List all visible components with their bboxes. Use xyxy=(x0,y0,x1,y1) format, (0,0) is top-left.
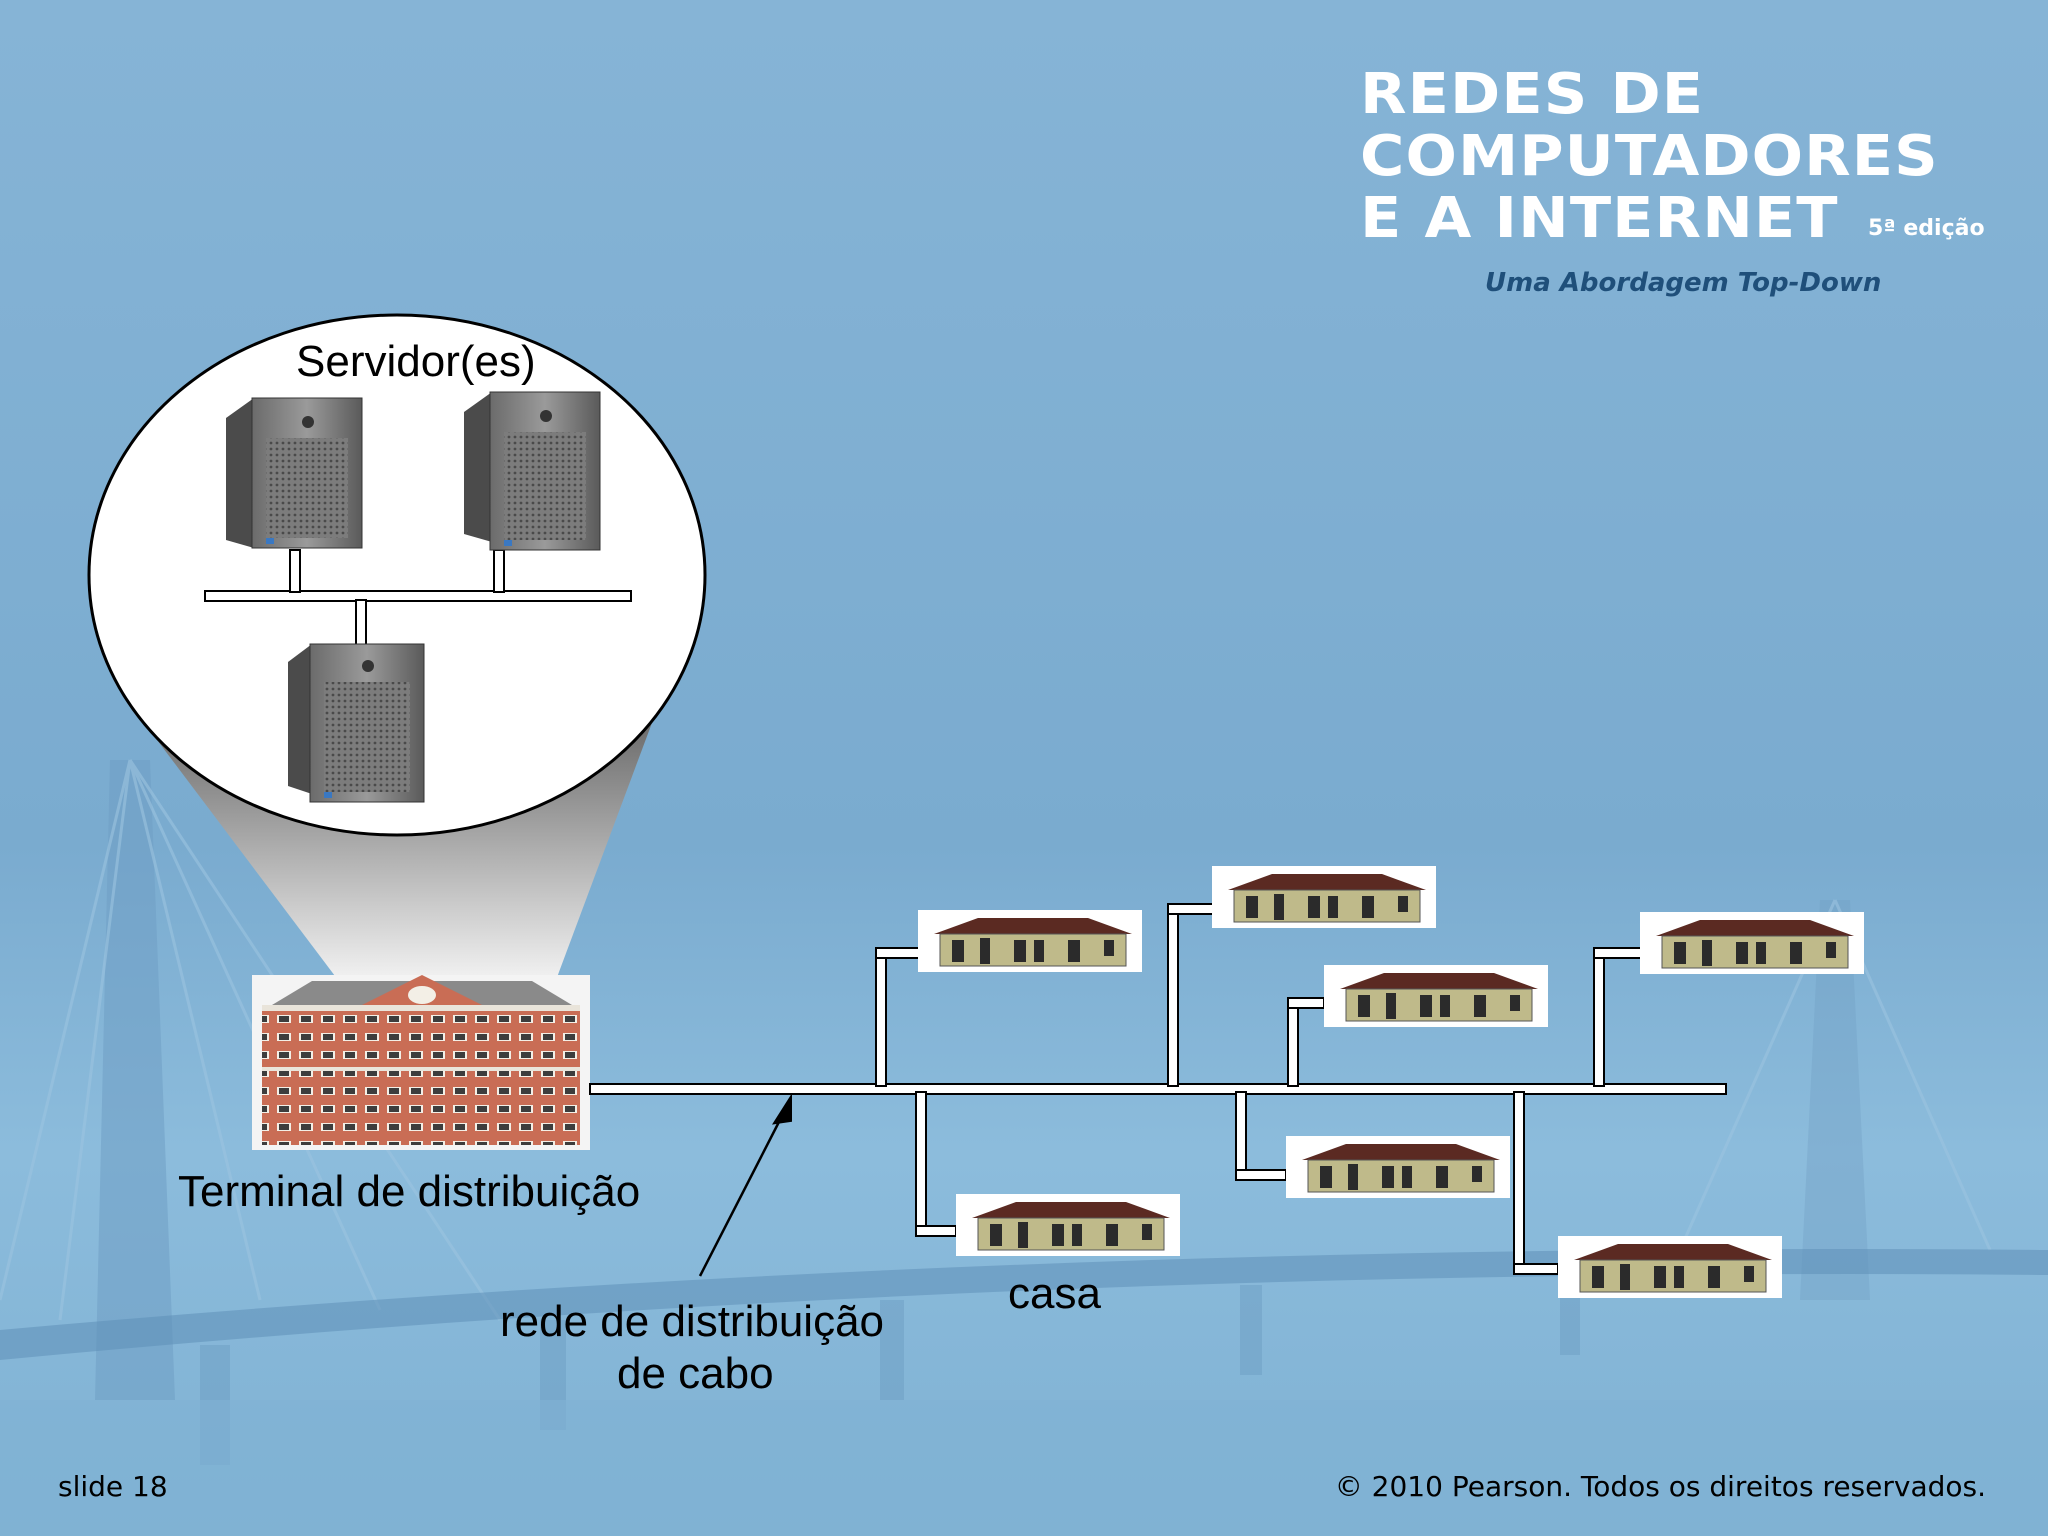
logo-line-3: E A INTERNET xyxy=(1360,186,1839,251)
logo-edition: 5ª edição xyxy=(1868,216,1985,241)
server-icon xyxy=(226,397,363,549)
logo-subtitle: Uma Abordagem Top-Down xyxy=(1485,268,1882,298)
houses xyxy=(918,866,1864,1298)
home-label: casa xyxy=(1008,1269,1101,1318)
slide-number: slide 18 xyxy=(58,1470,168,1503)
copyright: © 2010 Pearson. Todos os direitos reserv… xyxy=(1334,1470,1986,1503)
network-label-line-2: de cabo xyxy=(617,1349,774,1398)
house-icon xyxy=(1286,1136,1510,1198)
house-icon xyxy=(1640,912,1864,974)
headend-building-icon xyxy=(252,975,590,1150)
network-label-line-1: rede de distribuição xyxy=(500,1297,885,1346)
house-icon xyxy=(1212,866,1436,928)
distribution-cable xyxy=(589,903,1727,1275)
headend-label: Terminal de distribuição xyxy=(178,1167,641,1216)
logo-line-1: REDES DE xyxy=(1360,62,1705,127)
house-icon xyxy=(1324,965,1548,1027)
network-pointer-arrow xyxy=(698,1093,792,1277)
servers-label: Servidor(es) xyxy=(296,337,536,386)
logo-line-2: COMPUTADORES xyxy=(1360,124,1939,189)
server-icon xyxy=(288,643,425,803)
server-icon xyxy=(464,391,601,551)
house-icon xyxy=(956,1194,1180,1256)
book-logo: REDES DE COMPUTADORES E A INTERNET 5ª ed… xyxy=(1360,64,2000,299)
house-icon xyxy=(1558,1236,1782,1298)
house-icon xyxy=(918,910,1142,972)
